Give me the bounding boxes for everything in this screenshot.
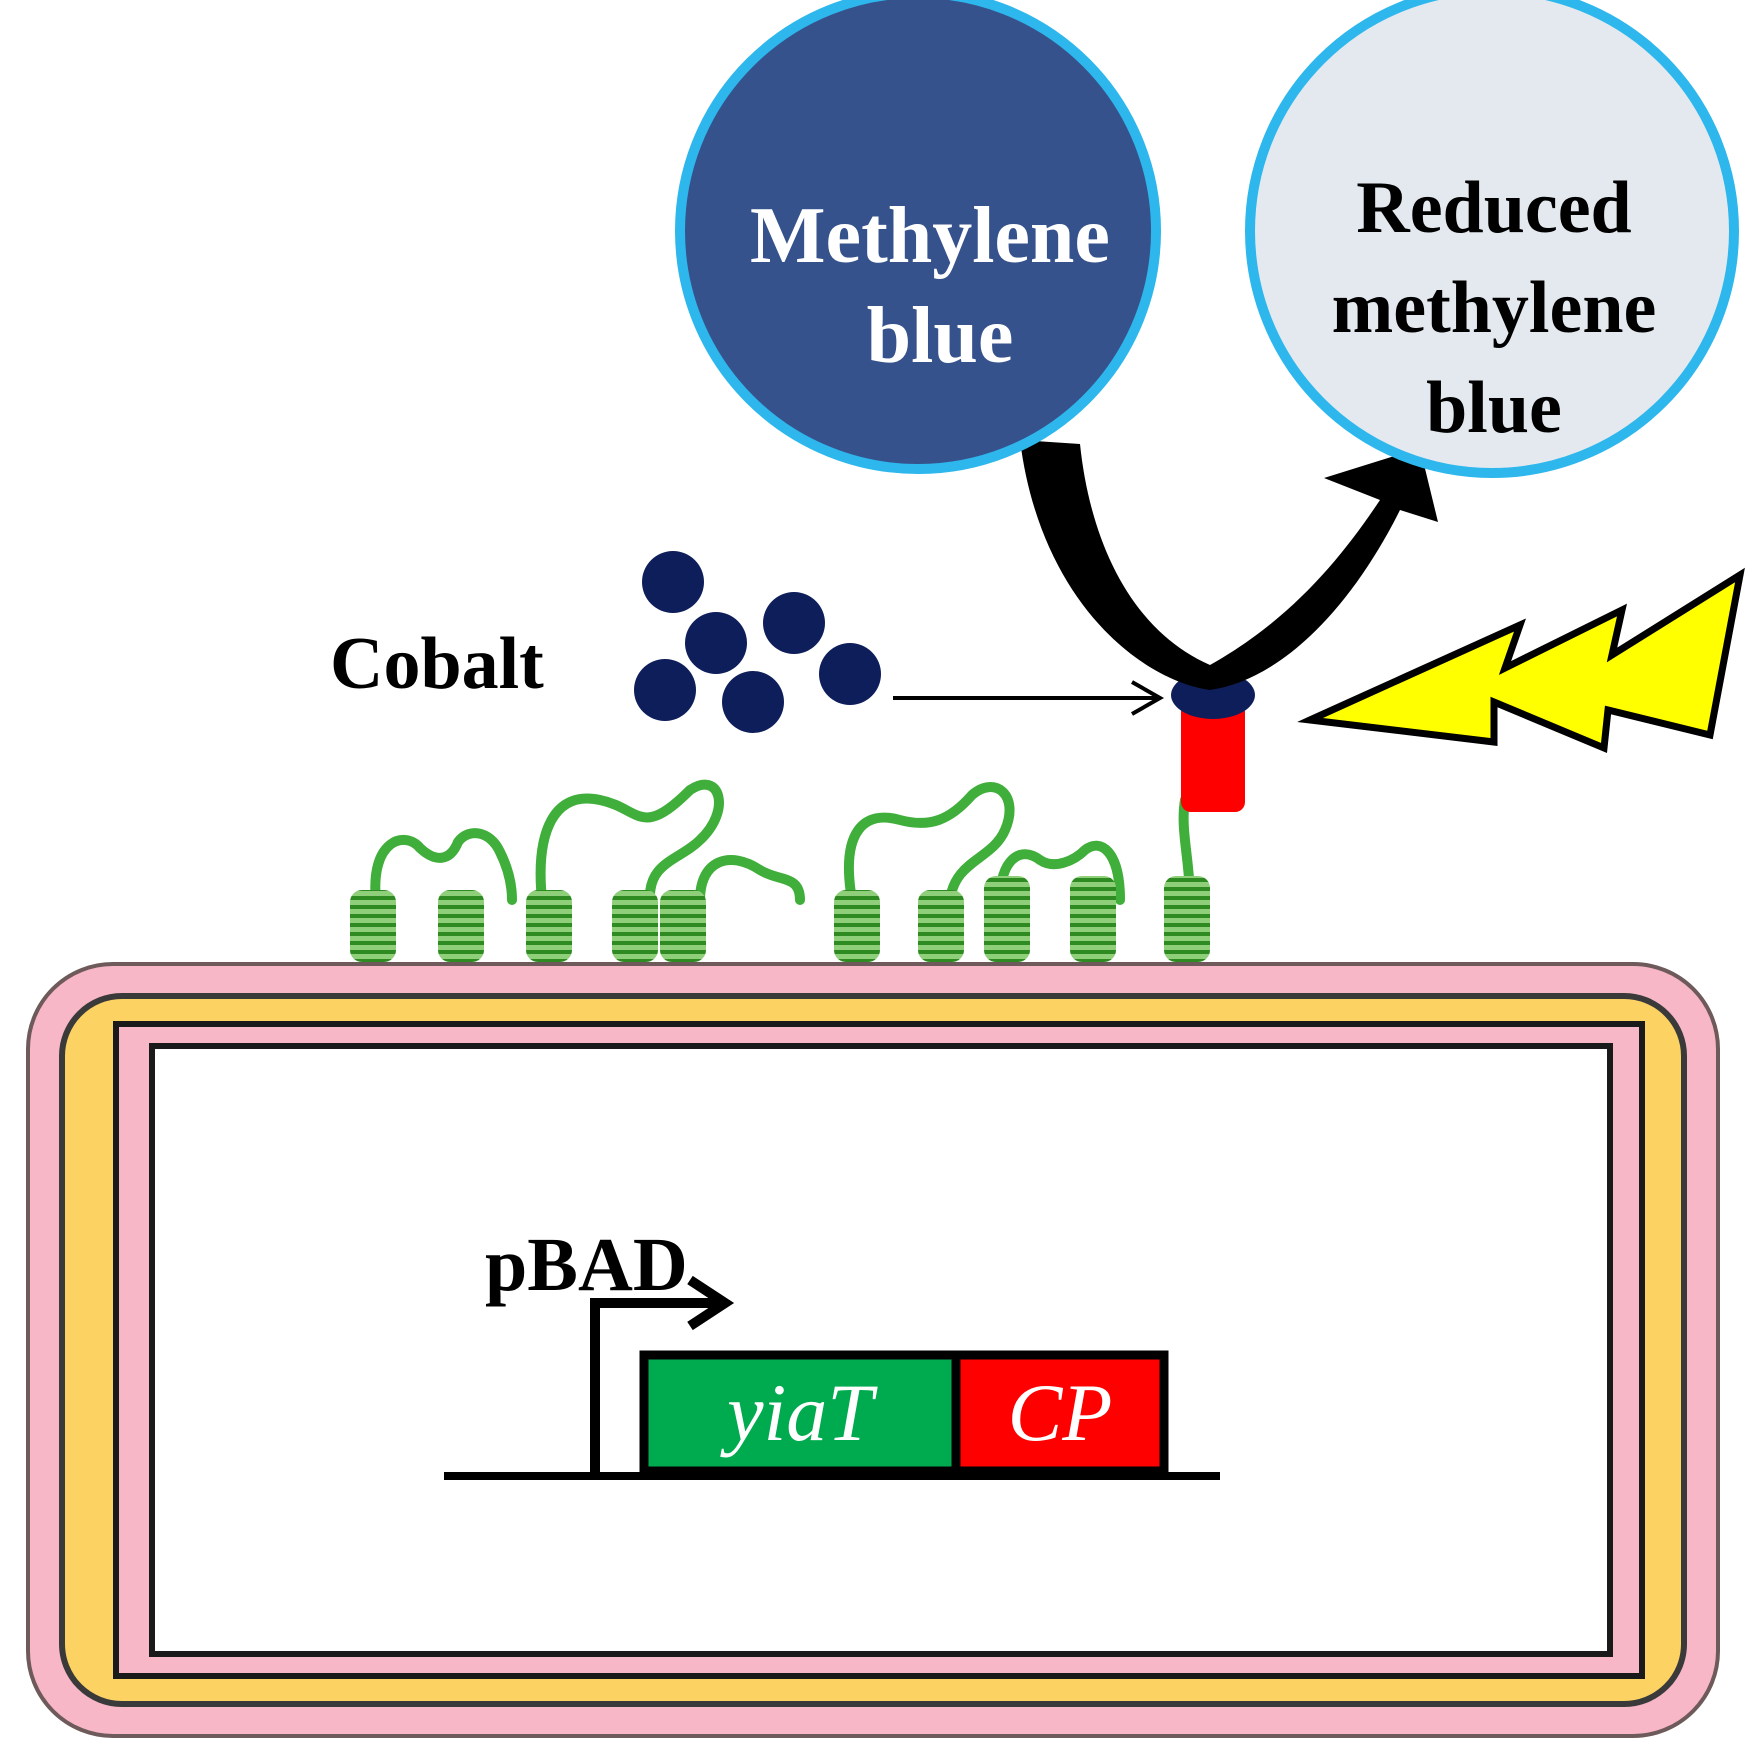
reduced-methylene-blue-line2: methylene: [1332, 267, 1657, 349]
methylene-blue-line2: blue: [867, 292, 1014, 380]
helix-coil: [984, 876, 1030, 962]
methylene-blue-circle: [675, 0, 1161, 474]
helix-coil: [526, 890, 572, 962]
transcription-arrow-icon: [590, 1275, 735, 1476]
genetic-construct: pBAD yiaT CP: [444, 1223, 1220, 1480]
helix-coil: [918, 890, 964, 962]
cobalt-ion: [819, 643, 881, 705]
helix-coils: [350, 876, 1210, 962]
curved-arrow-icon: [1020, 440, 1438, 690]
gene-yiat-label: yiaT: [720, 1367, 878, 1458]
methylene-blue-molecule: Methylene blue: [675, 0, 1161, 474]
cytoplasm: [149, 1043, 1613, 1657]
gene-yiat-box: [639, 1350, 961, 1476]
carbon-particle-linker: [1171, 671, 1255, 812]
gene-cp-box: [951, 1350, 1169, 1476]
reduced-methylene-blue-line3: blue: [1426, 367, 1562, 449]
protein-loops: [370, 779, 1195, 905]
reduced-methylene-blue-circle: [1245, 0, 1739, 478]
helix-coil: [438, 890, 484, 962]
helix-coil: [1164, 876, 1210, 962]
cell: [26, 962, 1720, 1738]
helix-coil: [1070, 876, 1116, 962]
cobalt-label: Cobalt: [330, 623, 544, 705]
binding-arrow: [893, 680, 1165, 716]
helix-coil: [612, 890, 658, 962]
helix-coil: [660, 890, 706, 962]
lightning-icon: [1297, 567, 1745, 754]
cobalt-ions: [634, 551, 881, 733]
reduced-methylene-blue-molecule: Reduced methylene blue: [1245, 0, 1739, 478]
red-linker: [1181, 702, 1245, 812]
cobalt-ion: [763, 592, 825, 654]
promoter-label: pBAD: [485, 1223, 688, 1307]
cobalt-ion: [685, 612, 747, 674]
cobalt-ion: [634, 659, 696, 721]
methylene-blue-line1: Methylene: [750, 192, 1110, 280]
helix-coil: [350, 890, 396, 962]
display-protein: [350, 779, 1210, 962]
gene-cp-label: CP: [1008, 1367, 1113, 1458]
helix-coil: [834, 890, 880, 962]
cobalt-ion: [722, 671, 784, 733]
reduced-methylene-blue-line1: Reduced: [1356, 167, 1631, 249]
cobalt-ion: [642, 551, 704, 613]
